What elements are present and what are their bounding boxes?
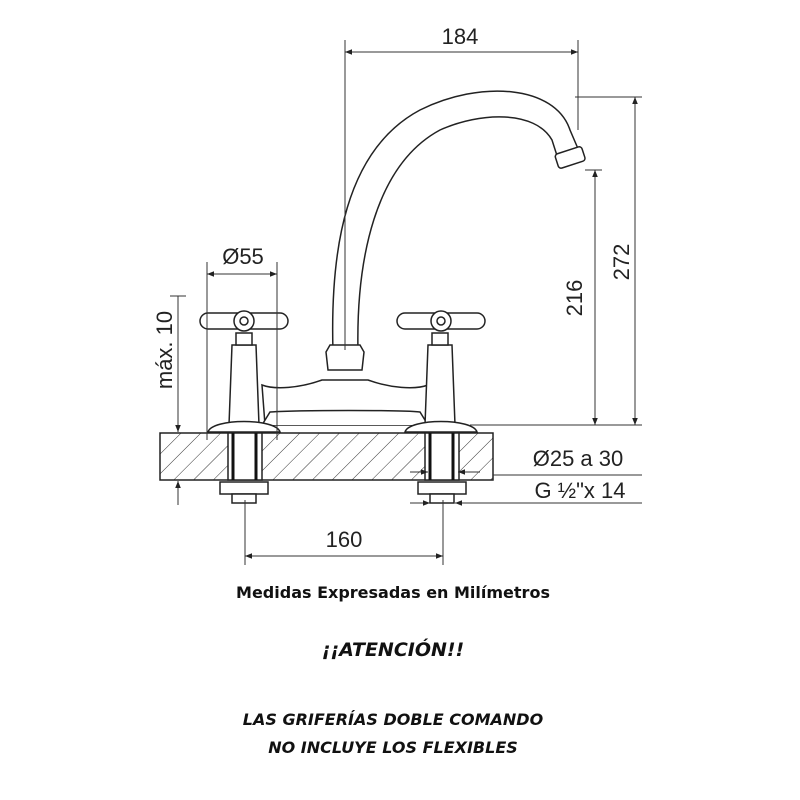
units-note: Medidas Expresadas en Milímetros bbox=[236, 583, 550, 602]
countertop bbox=[159, 432, 494, 481]
dimension-lines bbox=[170, 40, 642, 565]
dimension-spout-reach: 184 bbox=[442, 24, 479, 49]
dimension-max-thickness: máx. 10 bbox=[152, 311, 177, 389]
dimension-handle-diameter: Ø55 bbox=[222, 244, 264, 269]
warning-line-2: NO INCLUYE LOS FLEXIBLES bbox=[268, 738, 518, 757]
dimension-total-height: 272 bbox=[609, 244, 634, 281]
dimension-connection-thread: G ½"x 14 bbox=[535, 478, 626, 503]
dimension-spout-height: 216 bbox=[562, 280, 587, 317]
warning-line-1: LAS GRIFERÍAS DOBLE COMANDO bbox=[242, 710, 544, 729]
dimension-hole-diameter: Ø25 a 30 bbox=[533, 446, 624, 471]
dimension-center-distance: 160 bbox=[326, 527, 363, 552]
faucet bbox=[199, 90, 586, 504]
warning-text: LAS GRIFERÍAS DOBLE COMANDO NO INCLUYE L… bbox=[0, 706, 786, 762]
attention-heading: ¡¡ATENCIÓN!! bbox=[321, 639, 465, 661]
